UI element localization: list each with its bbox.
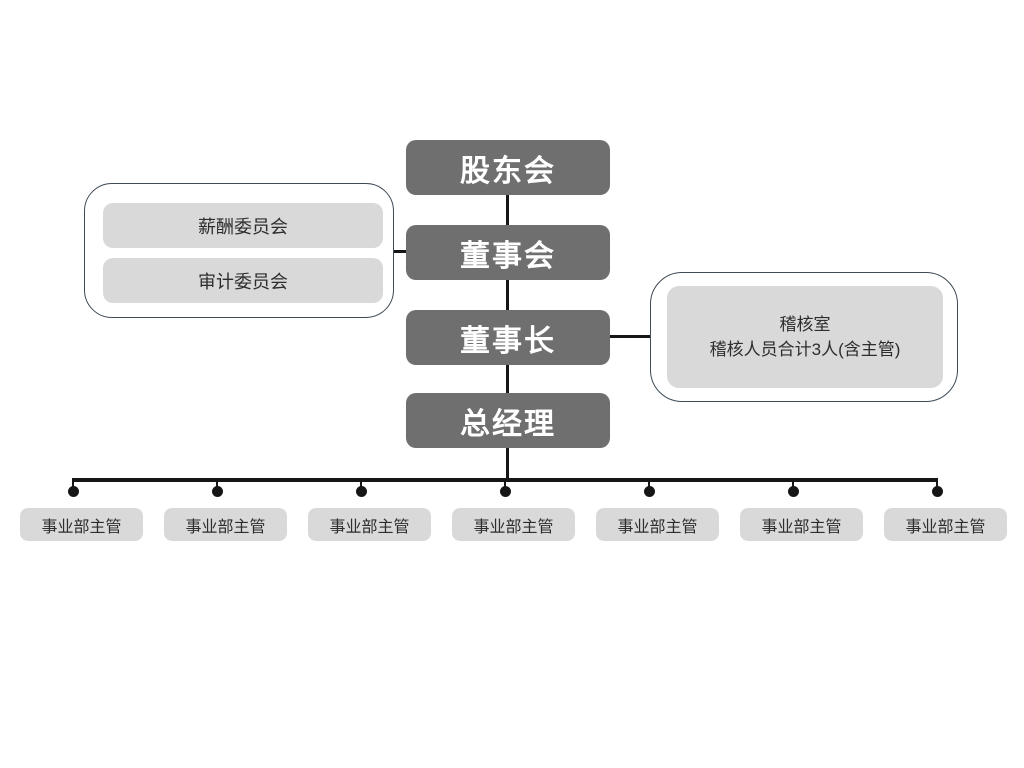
rail-stem xyxy=(792,482,794,487)
junction-dot xyxy=(643,486,655,497)
node-division-manager-5: 事业部主管 xyxy=(596,508,719,541)
node-division-manager-6: 事业部主管 xyxy=(740,508,863,541)
node-division-manager-3: 事业部主管 xyxy=(308,508,431,541)
rail-stem xyxy=(504,482,506,487)
junction-dot xyxy=(355,486,367,497)
node-general-manager: 总经理 xyxy=(406,393,610,448)
node-board-of-directors: 董事会 xyxy=(406,225,610,280)
rail-stem xyxy=(936,482,938,487)
node-division-manager-1: 事业部主管 xyxy=(20,508,143,541)
connector-board-chairman xyxy=(506,280,509,310)
audit-office-title: 稽核室 xyxy=(779,314,831,334)
junction-dot xyxy=(787,486,799,497)
node-shareholders-meeting: 股东会 xyxy=(406,140,610,195)
node-division-manager-7: 事业部主管 xyxy=(884,508,1007,541)
audit-office-headcount: 稽核人员合计3人(含主管) xyxy=(709,340,901,359)
rail-stem xyxy=(648,482,650,487)
node-audit-committee: 审计委员会 xyxy=(103,258,383,303)
connector-chairman-gm xyxy=(506,365,509,393)
connector-committees-board xyxy=(394,250,406,253)
rail-stem xyxy=(216,482,218,487)
connector-chairman-audit-office xyxy=(610,335,650,338)
node-audit-office: 稽核室 稽核人员合计3人(含主管) xyxy=(667,286,943,388)
audit-office-group: 稽核室 稽核人员合计3人(含主管) xyxy=(650,272,958,402)
node-chairman: 董事长 xyxy=(406,310,610,365)
connector-shareholders-board xyxy=(506,195,509,225)
board-committees-group: 薪酬委员会 审计委员会 xyxy=(84,183,394,318)
junction-dot xyxy=(931,486,943,497)
junction-dot xyxy=(67,486,79,497)
junction-dot xyxy=(211,486,223,497)
rail-stem xyxy=(360,482,362,487)
node-compensation-committee: 薪酬委员会 xyxy=(103,203,383,248)
bottom-rail xyxy=(72,478,938,482)
junction-dot xyxy=(499,486,511,497)
node-division-manager-4: 事业部主管 xyxy=(452,508,575,541)
connector-gm-rail xyxy=(506,448,509,478)
node-division-manager-2: 事业部主管 xyxy=(164,508,287,541)
rail-stem xyxy=(72,482,74,487)
